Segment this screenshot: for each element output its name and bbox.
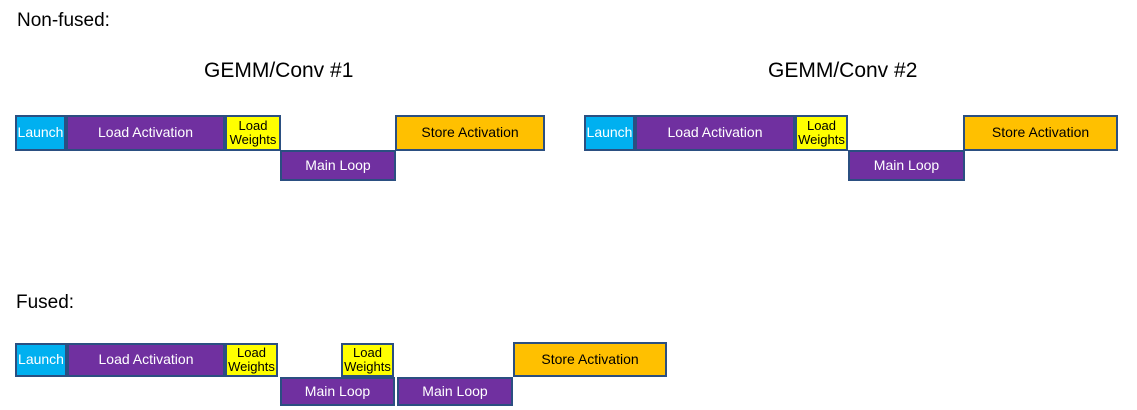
store-activation-block: Store Activation	[963, 115, 1118, 151]
launch-block: Launch	[584, 115, 635, 151]
store-activation-block: Store Activation	[395, 115, 545, 151]
load-weights-block: Load Weights	[795, 115, 848, 151]
main-loop-block: Main Loop	[280, 150, 396, 181]
load-weights-block: Load Weights	[341, 343, 394, 377]
load-weights-block: Load Weights	[225, 343, 278, 377]
main-loop-block: Main Loop	[848, 150, 965, 181]
gemm-conv-1-title: GEMM/Conv #1	[204, 59, 354, 82]
fused-section-label: Fused:	[16, 292, 75, 313]
gemm-conv-2-title: GEMM/Conv #2	[768, 59, 918, 82]
launch-block: Launch	[15, 115, 66, 151]
load-activation-block: Load Activation	[635, 115, 795, 151]
store-activation-block: Store Activation	[513, 342, 667, 377]
main-loop-block: Main Loop	[280, 377, 395, 406]
load-weights-block: Load Weights	[225, 115, 281, 151]
load-activation-block: Load Activation	[67, 343, 225, 377]
non-fused-section-label: Non-fused:	[17, 10, 110, 31]
launch-block: Launch	[15, 343, 67, 377]
load-activation-block: Load Activation	[66, 115, 225, 151]
main-loop-block: Main Loop	[397, 377, 513, 406]
